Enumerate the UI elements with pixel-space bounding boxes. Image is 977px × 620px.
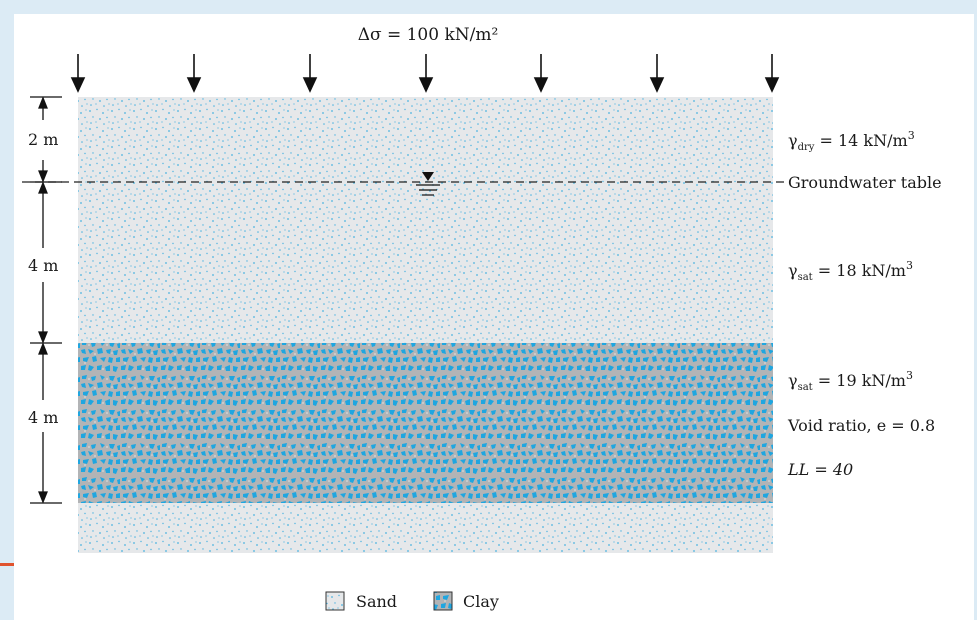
clay-layer (78, 343, 773, 503)
page-edge-mark (0, 563, 14, 566)
dimension-lines (30, 96, 62, 504)
load-arrow (186, 54, 202, 93)
load-arrow (649, 54, 665, 93)
gamma-sat-sand-label: γsat = 18 kN/m3 (788, 259, 913, 283)
dim-lower-sand: 4 m (28, 256, 58, 275)
liquid-limit-label: LL = 40 (787, 460, 853, 479)
groundwater-table-label: Groundwater table (788, 173, 942, 192)
load-arrow (533, 54, 549, 93)
load-arrow (302, 54, 318, 93)
load-arrow (418, 54, 434, 93)
lower-sand-layer (78, 503, 773, 553)
water-table-symbol (416, 172, 440, 196)
gamma-sat-clay-label: γsat = 19 kN/m3 (788, 369, 913, 393)
dim-clay: 4 m (28, 408, 58, 427)
legend-clay-swatch (433, 591, 453, 611)
gamma-dry-label: γdry = 14 kN/m3 (788, 129, 915, 153)
load-arrow (70, 54, 86, 93)
legend-sand-swatch (325, 591, 345, 611)
load-label: Δσ = 100 kN/m² (358, 25, 499, 45)
frame-right-edge (974, 0, 977, 620)
void-ratio-label: Void ratio, e = 0.8 (787, 416, 935, 435)
dim-top-sand: 2 m (28, 130, 58, 149)
dim-label-bg-1 (26, 126, 64, 150)
dim-label-bg-3 (26, 404, 64, 430)
legend-sand-label: Sand (356, 592, 397, 611)
legend: Sand Clay (325, 591, 499, 611)
load-arrow (764, 54, 780, 93)
legend-clay-label: Clay (463, 592, 499, 611)
upper-sand-layer (78, 97, 773, 343)
load-arrows (70, 54, 780, 93)
dim-label-bg-2 (26, 252, 64, 278)
